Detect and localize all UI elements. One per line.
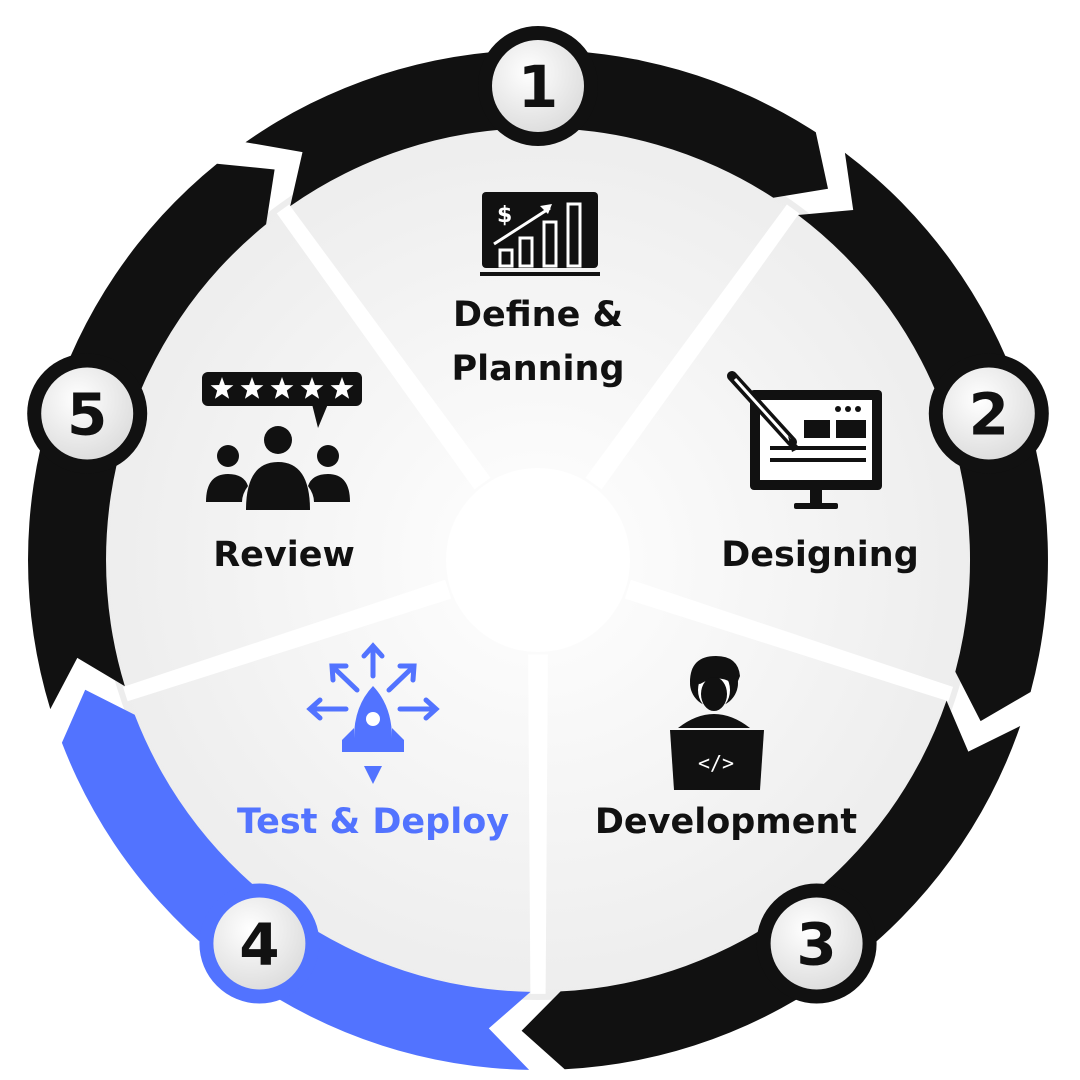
star-icon xyxy=(240,377,264,399)
segment-divider xyxy=(276,204,491,490)
step-3-arrow xyxy=(521,700,1021,1070)
step-4-label: Test & Deploy xyxy=(236,802,510,842)
step-2-label: Designing xyxy=(721,535,919,575)
step-1-number: 1 xyxy=(518,53,558,121)
step-2-arrow xyxy=(798,152,1048,722)
developer-laptop-icon: </> xyxy=(670,656,764,790)
step-3-number: 3 xyxy=(796,911,836,979)
rocket-launch-icon xyxy=(306,642,440,784)
center-hub xyxy=(446,468,630,652)
svg-text:</>: </> xyxy=(698,751,734,775)
team-rating-icon xyxy=(202,372,362,510)
design-monitor-icon xyxy=(727,371,882,509)
segment-divider xyxy=(624,579,953,702)
step-1-arrow xyxy=(245,49,828,207)
step-5-badge: 5 xyxy=(27,353,148,474)
star-icon xyxy=(300,377,324,399)
segment-divider xyxy=(585,204,800,490)
step-5-label: Review xyxy=(213,535,355,575)
step-5-number: 5 xyxy=(67,381,107,449)
step-2-number: 2 xyxy=(969,381,1009,449)
segment-divider xyxy=(528,654,548,994)
step-4-number: 4 xyxy=(239,911,279,979)
growth-chart-icon: $ xyxy=(480,192,600,276)
step-3-badge: 3 xyxy=(756,883,877,1004)
segment-divider xyxy=(123,579,452,702)
step-1-label-line-1: Define & xyxy=(452,295,624,335)
step-5-arrow xyxy=(28,163,275,710)
star-icon xyxy=(270,377,294,399)
step-1-label: Define & Planning xyxy=(451,288,624,396)
star-icon xyxy=(210,377,234,399)
star-icon xyxy=(330,377,354,399)
step-4-badge: 4 xyxy=(199,883,320,1004)
step-1-badge: 1 xyxy=(478,26,598,146)
svg-text:$: $ xyxy=(497,203,512,228)
step-1-label-line-2: Planning xyxy=(451,349,625,389)
step-2-badge: 2 xyxy=(928,353,1049,474)
step-4-arrow xyxy=(61,689,531,1070)
step-3-label: Development xyxy=(594,802,858,842)
